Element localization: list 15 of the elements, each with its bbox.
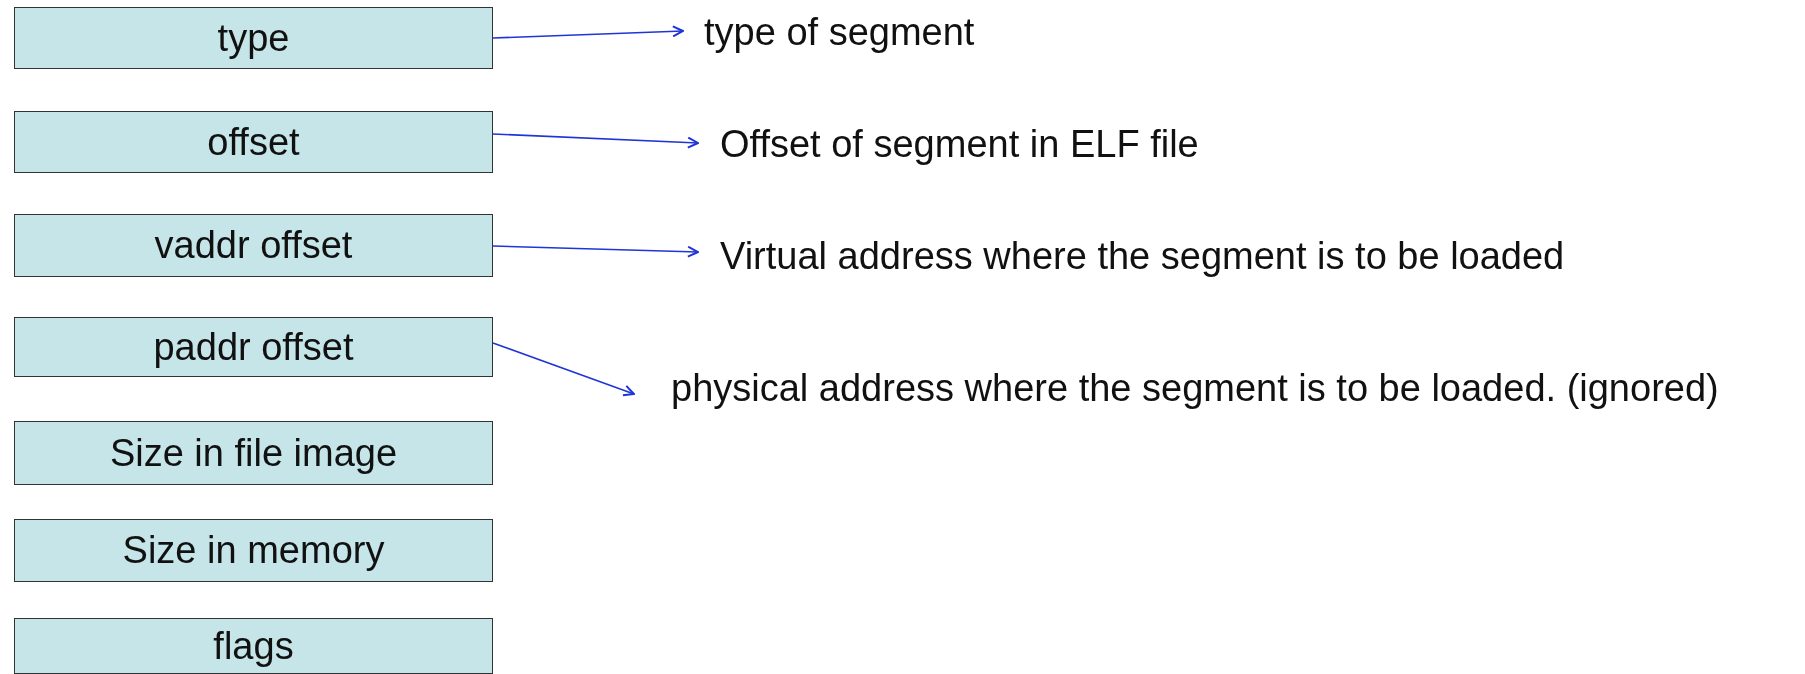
field-box: paddr offset: [14, 317, 493, 377]
field-box: Size in memory: [14, 519, 493, 582]
arrow: [492, 342, 635, 397]
arrow: [492, 133, 699, 149]
arrow: [492, 25, 684, 39]
description-text: Offset of segment in ELF file: [720, 122, 1420, 168]
description-text: physical address where the segment is to be loaded. (ignored): [671, 366, 1801, 458]
field-box: flags: [14, 618, 493, 674]
field-box: type: [14, 7, 493, 69]
description-text: Virtual address where the segment is to be loaded: [720, 234, 1800, 280]
field-box: vaddr offset: [14, 214, 493, 277]
arrow: [492, 245, 699, 258]
field-box: Size in file image: [14, 421, 493, 485]
description-text: type of segment: [704, 10, 1104, 56]
field-box: offset: [14, 111, 493, 173]
